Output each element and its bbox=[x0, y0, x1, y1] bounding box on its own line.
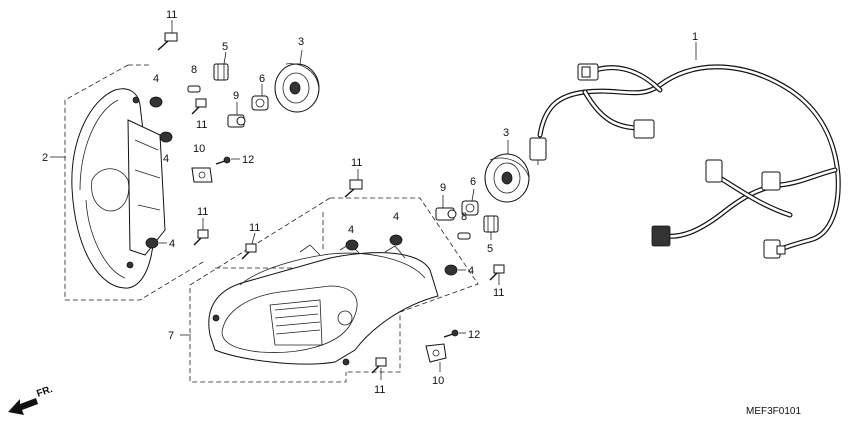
right-clip-10 bbox=[425, 343, 447, 363]
right-headlight-unit bbox=[208, 243, 439, 366]
left-socket-5 bbox=[213, 63, 229, 81]
right-bulb-8 bbox=[457, 232, 471, 240]
right-bulb-9 bbox=[435, 207, 457, 221]
right-socket-5 bbox=[483, 215, 499, 233]
callout-11-a: 11 bbox=[166, 9, 177, 21]
callout-12-a: 12 bbox=[242, 154, 254, 166]
left-screw-12 bbox=[215, 156, 231, 165]
direction-label: FR. bbox=[35, 384, 54, 400]
callout-3-b: 3 bbox=[503, 127, 509, 139]
callout-4-d: 4 bbox=[348, 224, 354, 236]
callout-5-a: 5 bbox=[222, 41, 228, 53]
callout-10-b: 10 bbox=[432, 375, 444, 387]
callout-3-a: 3 bbox=[298, 36, 304, 48]
callout-5-b: 5 bbox=[487, 243, 493, 255]
callout-8-a: 8 bbox=[191, 64, 197, 76]
callout-1: 1 bbox=[692, 31, 698, 43]
front-direction-arrow-icon bbox=[8, 398, 38, 415]
left-socket-6 bbox=[251, 95, 269, 111]
right-screw-11-bottom bbox=[371, 357, 387, 374]
right-screw-11-top bbox=[344, 179, 363, 198]
diagram-code: MEF3F0101 bbox=[746, 406, 801, 417]
callout-11-d: 11 bbox=[351, 157, 362, 169]
left-screw-11-b bbox=[191, 98, 207, 115]
right-grommet-4-b bbox=[389, 234, 403, 246]
callout-6-b: 6 bbox=[470, 176, 476, 188]
left-bulb-8 bbox=[187, 85, 201, 93]
callout-4-b: 4 bbox=[163, 153, 169, 165]
left-headlight-unit bbox=[64, 64, 204, 301]
callout-11-f: 11 bbox=[493, 287, 504, 299]
left-clip-10 bbox=[191, 167, 213, 183]
callout-10-a: 10 bbox=[193, 143, 205, 155]
callout-2: 2 bbox=[42, 152, 48, 164]
right-grommet-4-c bbox=[444, 264, 458, 276]
callout-4-a: 4 bbox=[153, 73, 159, 85]
left-cover-3 bbox=[274, 63, 320, 113]
callout-9-b: 9 bbox=[440, 182, 446, 194]
callout-11-c: 11 bbox=[197, 206, 208, 218]
callout-11-e: 11 bbox=[249, 222, 260, 234]
left-screw-11-c bbox=[193, 229, 209, 246]
wire-harness bbox=[529, 63, 841, 259]
left-screw-11-top bbox=[157, 32, 178, 51]
right-screw-11-right bbox=[489, 264, 505, 281]
callout-8-b: 8 bbox=[461, 211, 467, 223]
left-grommet-4-a bbox=[149, 96, 163, 108]
callout-6-a: 6 bbox=[259, 73, 265, 85]
callout-11-b: 11 bbox=[196, 119, 207, 131]
callout-4-c: 4 bbox=[169, 238, 175, 250]
left-grommet-4-b bbox=[159, 131, 173, 143]
right-cover-3 bbox=[484, 153, 530, 203]
right-grommet-4-a bbox=[345, 239, 359, 251]
left-bulb-9 bbox=[227, 114, 246, 128]
right-screw-11-left bbox=[241, 243, 257, 260]
right-socket-6 bbox=[461, 200, 479, 216]
left-grommet-4-c bbox=[145, 237, 159, 249]
callout-4-f: 4 bbox=[468, 265, 474, 277]
callout-7: 7 bbox=[168, 330, 174, 342]
callout-12-b: 12 bbox=[468, 329, 480, 341]
callout-11-g: 11 bbox=[374, 384, 385, 396]
callout-4-e: 4 bbox=[393, 211, 399, 223]
callout-9-a: 9 bbox=[233, 90, 239, 102]
right-screw-12 bbox=[443, 329, 459, 338]
